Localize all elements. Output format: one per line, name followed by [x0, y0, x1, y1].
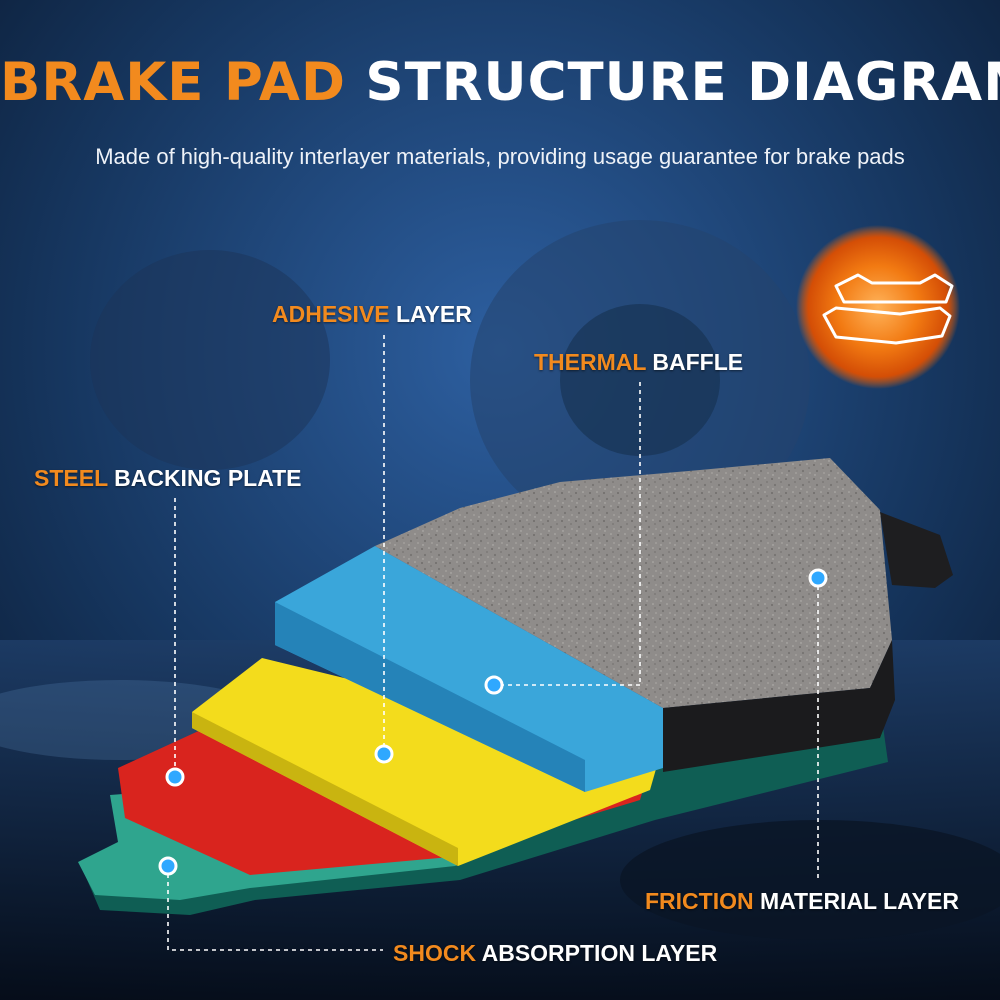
subtitle: Made of high-quality interlayer material… [95, 144, 905, 169]
adhesive-layer [192, 658, 660, 866]
leader-lines [167, 335, 819, 951]
shock-absorption-layer-label: SHOCK ABSORPTION LAYER [393, 940, 718, 966]
shock-marker [158, 856, 178, 876]
friction-marker [808, 568, 828, 588]
thermal-baffle [275, 546, 663, 792]
page-title: BRAKE PAD STRUCTURE DIAGRAM [0, 52, 1000, 113]
title-highlight: BRAKE PAD [0, 52, 346, 113]
steel-backing-plate-label: STEEL BACKING PLATE [34, 465, 302, 491]
title-rest: STRUCTURE DIAGRAM [365, 52, 1000, 113]
mechanic-silhouette [90, 250, 330, 470]
marker-dots [158, 568, 828, 876]
wear-tab [880, 512, 953, 588]
steel-marker [165, 767, 185, 787]
pad-side-edge [663, 640, 895, 772]
brake-pad-badge [796, 225, 960, 389]
adhesive-layer-label: ADHESIVE LAYER [272, 301, 472, 327]
brake-pads-icon [822, 273, 954, 345]
thermal-marker [484, 675, 504, 695]
friction-material-layer [375, 458, 892, 708]
thermal-baffle-label: THERMAL BAFFLE [534, 349, 744, 375]
adhesive-marker [374, 744, 394, 764]
friction-material-layer-label: FRICTION MATERIAL LAYER [645, 888, 959, 914]
